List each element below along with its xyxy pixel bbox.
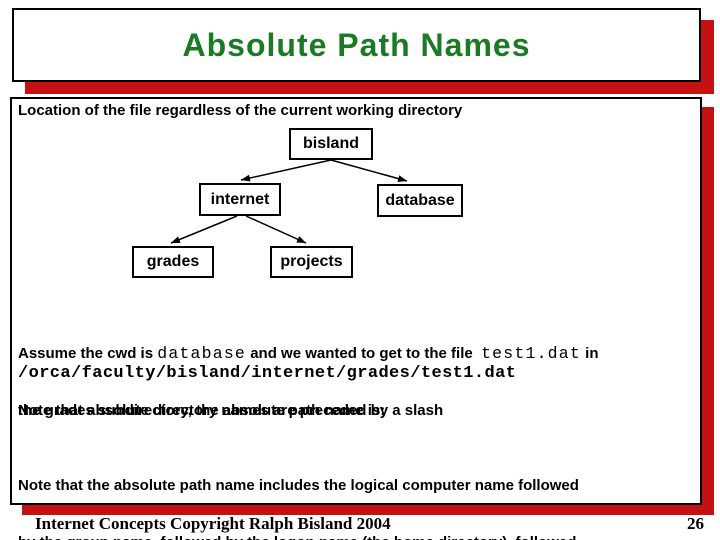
- title-box: Absolute Path Names: [12, 8, 701, 82]
- tree-node-label: bisland: [302, 135, 359, 152]
- tree-node-grades: grades: [132, 246, 214, 278]
- assume-text: Assume the cwd is: [18, 345, 158, 362]
- note-path-components: Note that the absolute path name include…: [18, 438, 702, 540]
- assume-text: in: [580, 345, 599, 362]
- note-slash: Note that absolute directory names are p…: [18, 402, 444, 419]
- note-line: by the group name, followed by the logon…: [18, 533, 702, 540]
- assume-paragraph: Assume the cwd is database and we wanted…: [18, 306, 702, 458]
- assume-line-2: the grades subdirectory, the absolute pa…: [18, 402, 386, 419]
- absolute-path: /orca/faculty/bisland/internet/grades/te…: [18, 364, 517, 383]
- assume-mono-database: database: [157, 344, 247, 363]
- page-title: Absolute Path Names: [182, 26, 531, 63]
- tree-node-database: database: [377, 184, 463, 217]
- note-line: Note that the absolute path name include…: [18, 477, 579, 494]
- page-number: 26: [687, 514, 704, 533]
- footer-text: Internet Concepts Copyright Ralph Bislan…: [35, 514, 391, 533]
- tree-node-label: projects: [280, 253, 343, 270]
- tree-node-internet: internet: [199, 183, 281, 216]
- assume-text: and we wanted to get to the file: [246, 345, 482, 362]
- tree-node-label: grades: [146, 253, 200, 270]
- tree-node-label: database: [385, 191, 455, 209]
- location-heading: Location of the file regardless of the c…: [18, 102, 463, 119]
- tree-node-label: internet: [210, 190, 270, 208]
- assume-line-1: Assume the cwd is database and we wanted…: [18, 344, 702, 363]
- tree-node-projects: projects: [270, 246, 353, 278]
- assume-mono-test1dat: test1.dat: [481, 344, 581, 363]
- tree-node-bisland: bisland: [289, 128, 373, 160]
